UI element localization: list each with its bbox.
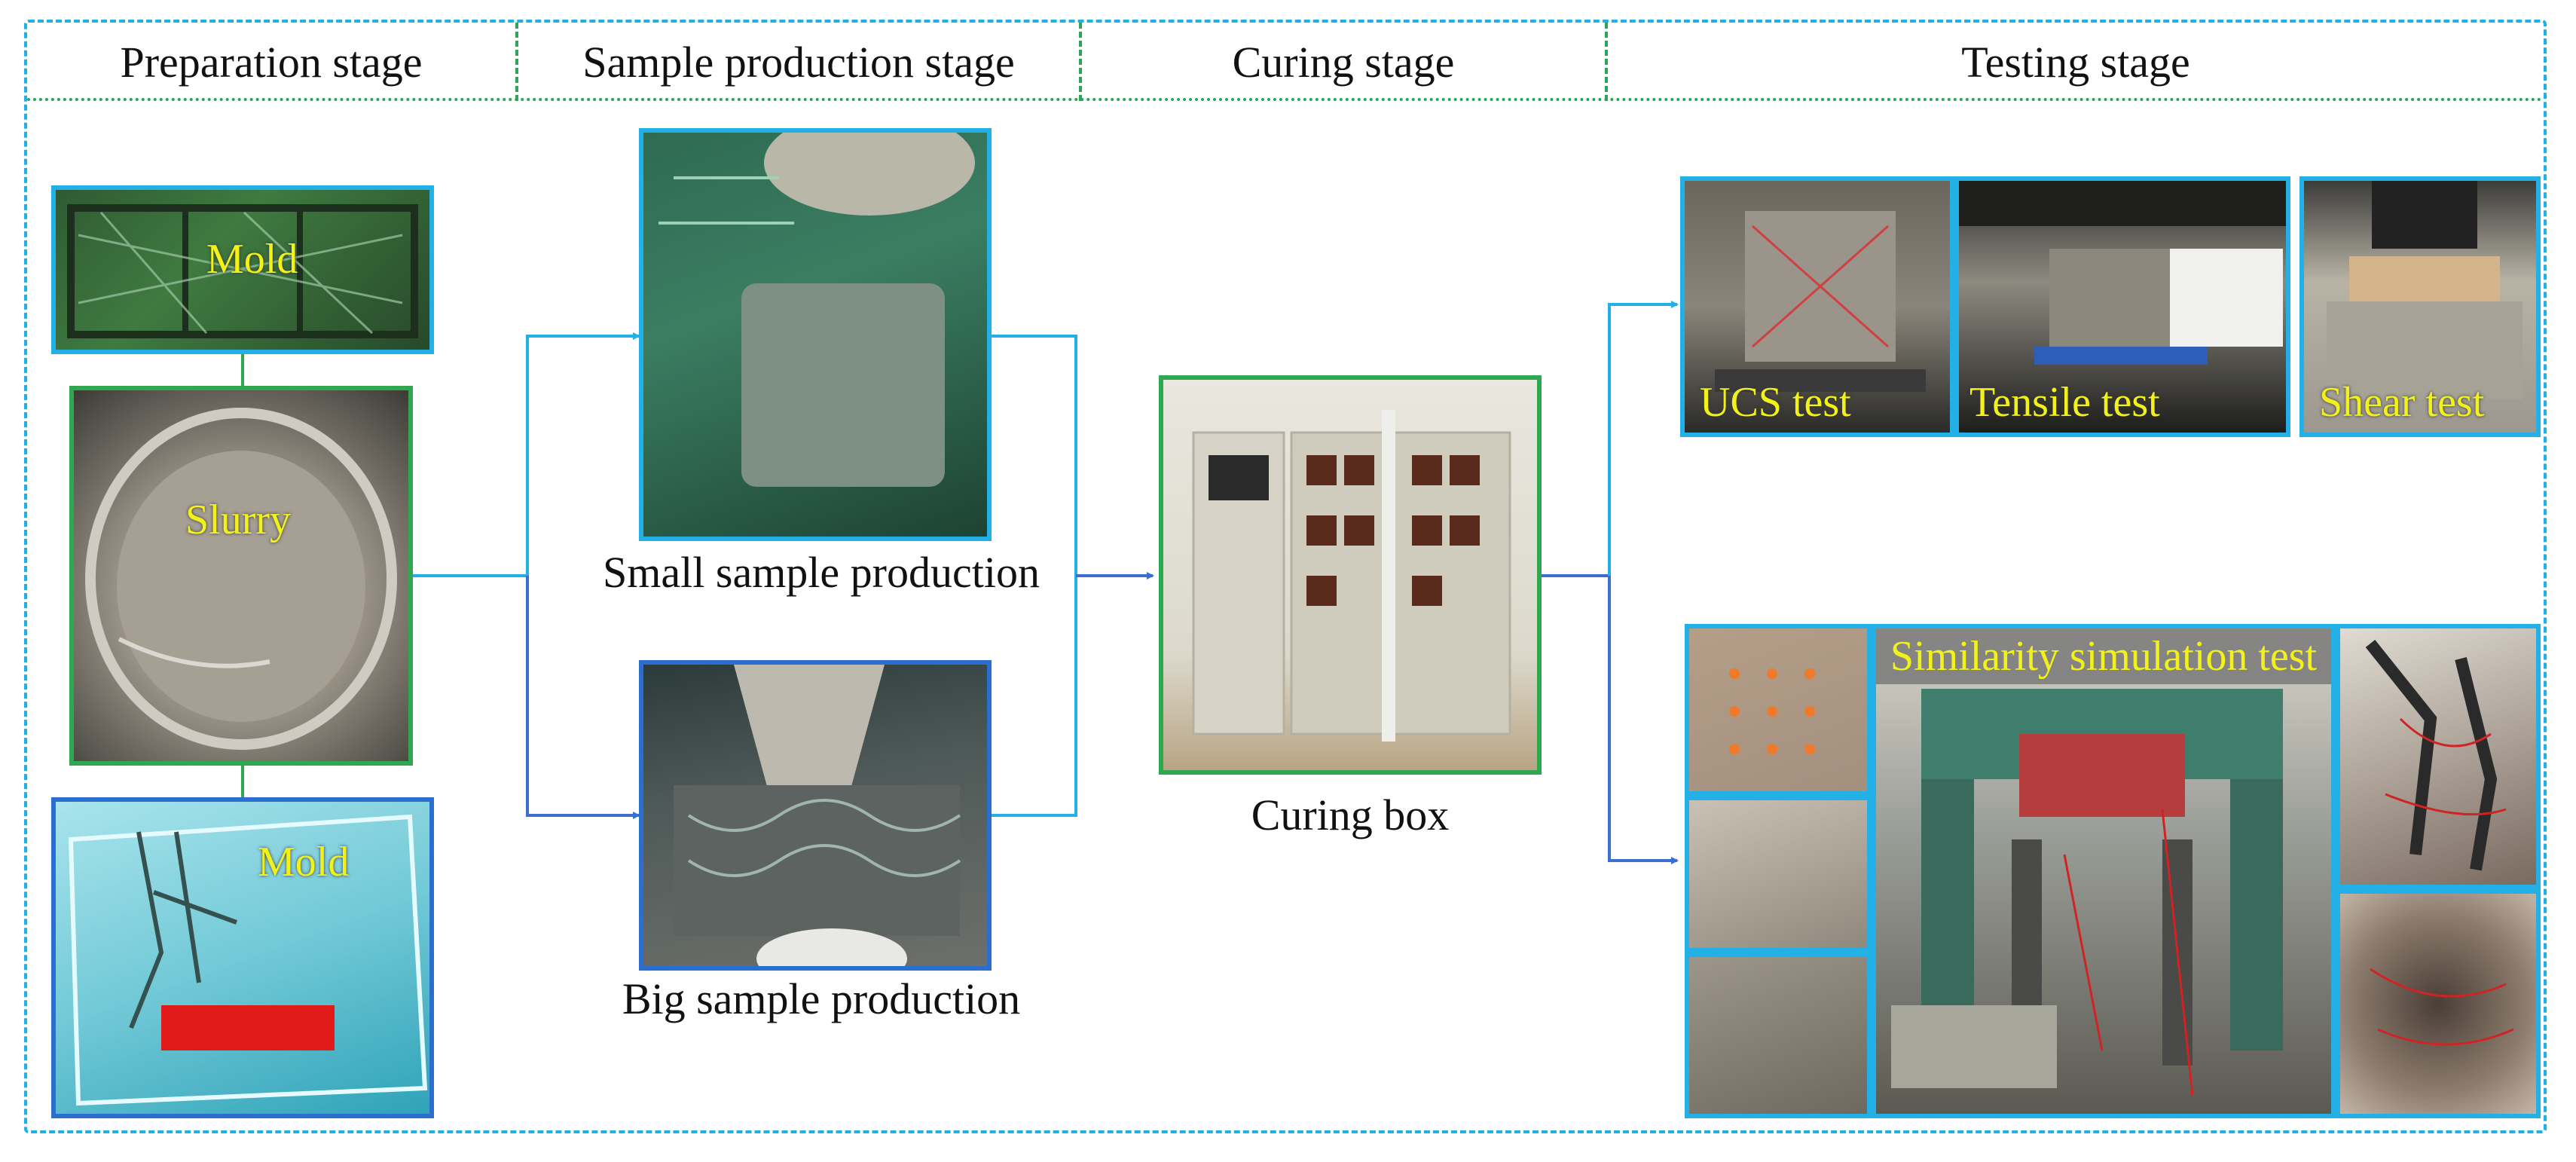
- mold-photo-bottom: Mold: [51, 797, 434, 1118]
- curing-box-caption: Curing box: [1251, 790, 1450, 839]
- big-sample-caption: Big sample production: [622, 974, 1021, 1023]
- sim-photo-wiring-bottom: [2336, 889, 2541, 1118]
- sim-photo-face: [1685, 624, 1872, 796]
- header-testing-stage: Testing stage: [1961, 37, 2190, 87]
- sim-photo-wiring-top: [2336, 624, 2541, 889]
- header-divider: [515, 23, 518, 101]
- small-sample-graphic: [659, 133, 975, 487]
- outer-frame: [24, 20, 2547, 1133]
- sim-face-dots-graphic: [1729, 668, 1815, 754]
- shear-test-photo: Shear test: [2299, 176, 2541, 437]
- mold-box-graphic: [68, 814, 428, 1106]
- similarity-main-photo: Similarity simulation test: [1872, 624, 2336, 1118]
- curing-box-graphic: [1192, 410, 1511, 742]
- mold-label-bottom: Mold: [258, 839, 350, 885]
- tensile-test-graphic: [1959, 181, 2286, 365]
- header-curing-stage: Curing stage: [1232, 37, 1455, 87]
- curing-box-photo: [1159, 375, 1542, 775]
- ucs-test-graphic: [1715, 211, 1926, 392]
- sim-photo-specimen: [1685, 953, 1872, 1118]
- header-sample-production-stage: Sample production stage: [582, 37, 1015, 87]
- slurry-photo: Slurry: [69, 386, 413, 766]
- header-divider: [1079, 23, 1082, 101]
- tensile-test-label: Tensile test: [1969, 379, 2160, 426]
- header-row: [27, 23, 2544, 101]
- ucs-test-label: UCS test: [1700, 379, 1851, 426]
- big-sample-photo: [639, 660, 992, 971]
- wiring-top-graphic: [2365, 640, 2507, 871]
- mold-label-top: Mold: [206, 236, 298, 283]
- header-divider: [1605, 23, 1608, 101]
- shear-test-label: Shear test: [2319, 379, 2485, 426]
- shear-test-graphic: [2327, 181, 2523, 399]
- ucs-test-photo: UCS test: [1680, 176, 1954, 437]
- slurry-label: Slurry: [185, 497, 291, 543]
- tensile-test-photo: Tensile test: [1954, 176, 2290, 437]
- similarity-label: Similarity simulation test: [1876, 628, 2331, 684]
- mold-net-graphic: [67, 204, 418, 338]
- small-sample-photo: [639, 128, 992, 541]
- mold-photo-top: Mold: [51, 185, 434, 354]
- slurry-bowl-graphic: [85, 408, 397, 750]
- small-sample-caption: Small sample production: [603, 548, 1040, 597]
- sim-photo-box: [1685, 796, 1872, 953]
- big-sample-graphic: [674, 665, 961, 966]
- press-machine-graphic: [1891, 689, 2283, 1096]
- header-preparation-stage: Preparation stage: [120, 37, 423, 87]
- wiring-bottom-graphic: [2370, 968, 2514, 1046]
